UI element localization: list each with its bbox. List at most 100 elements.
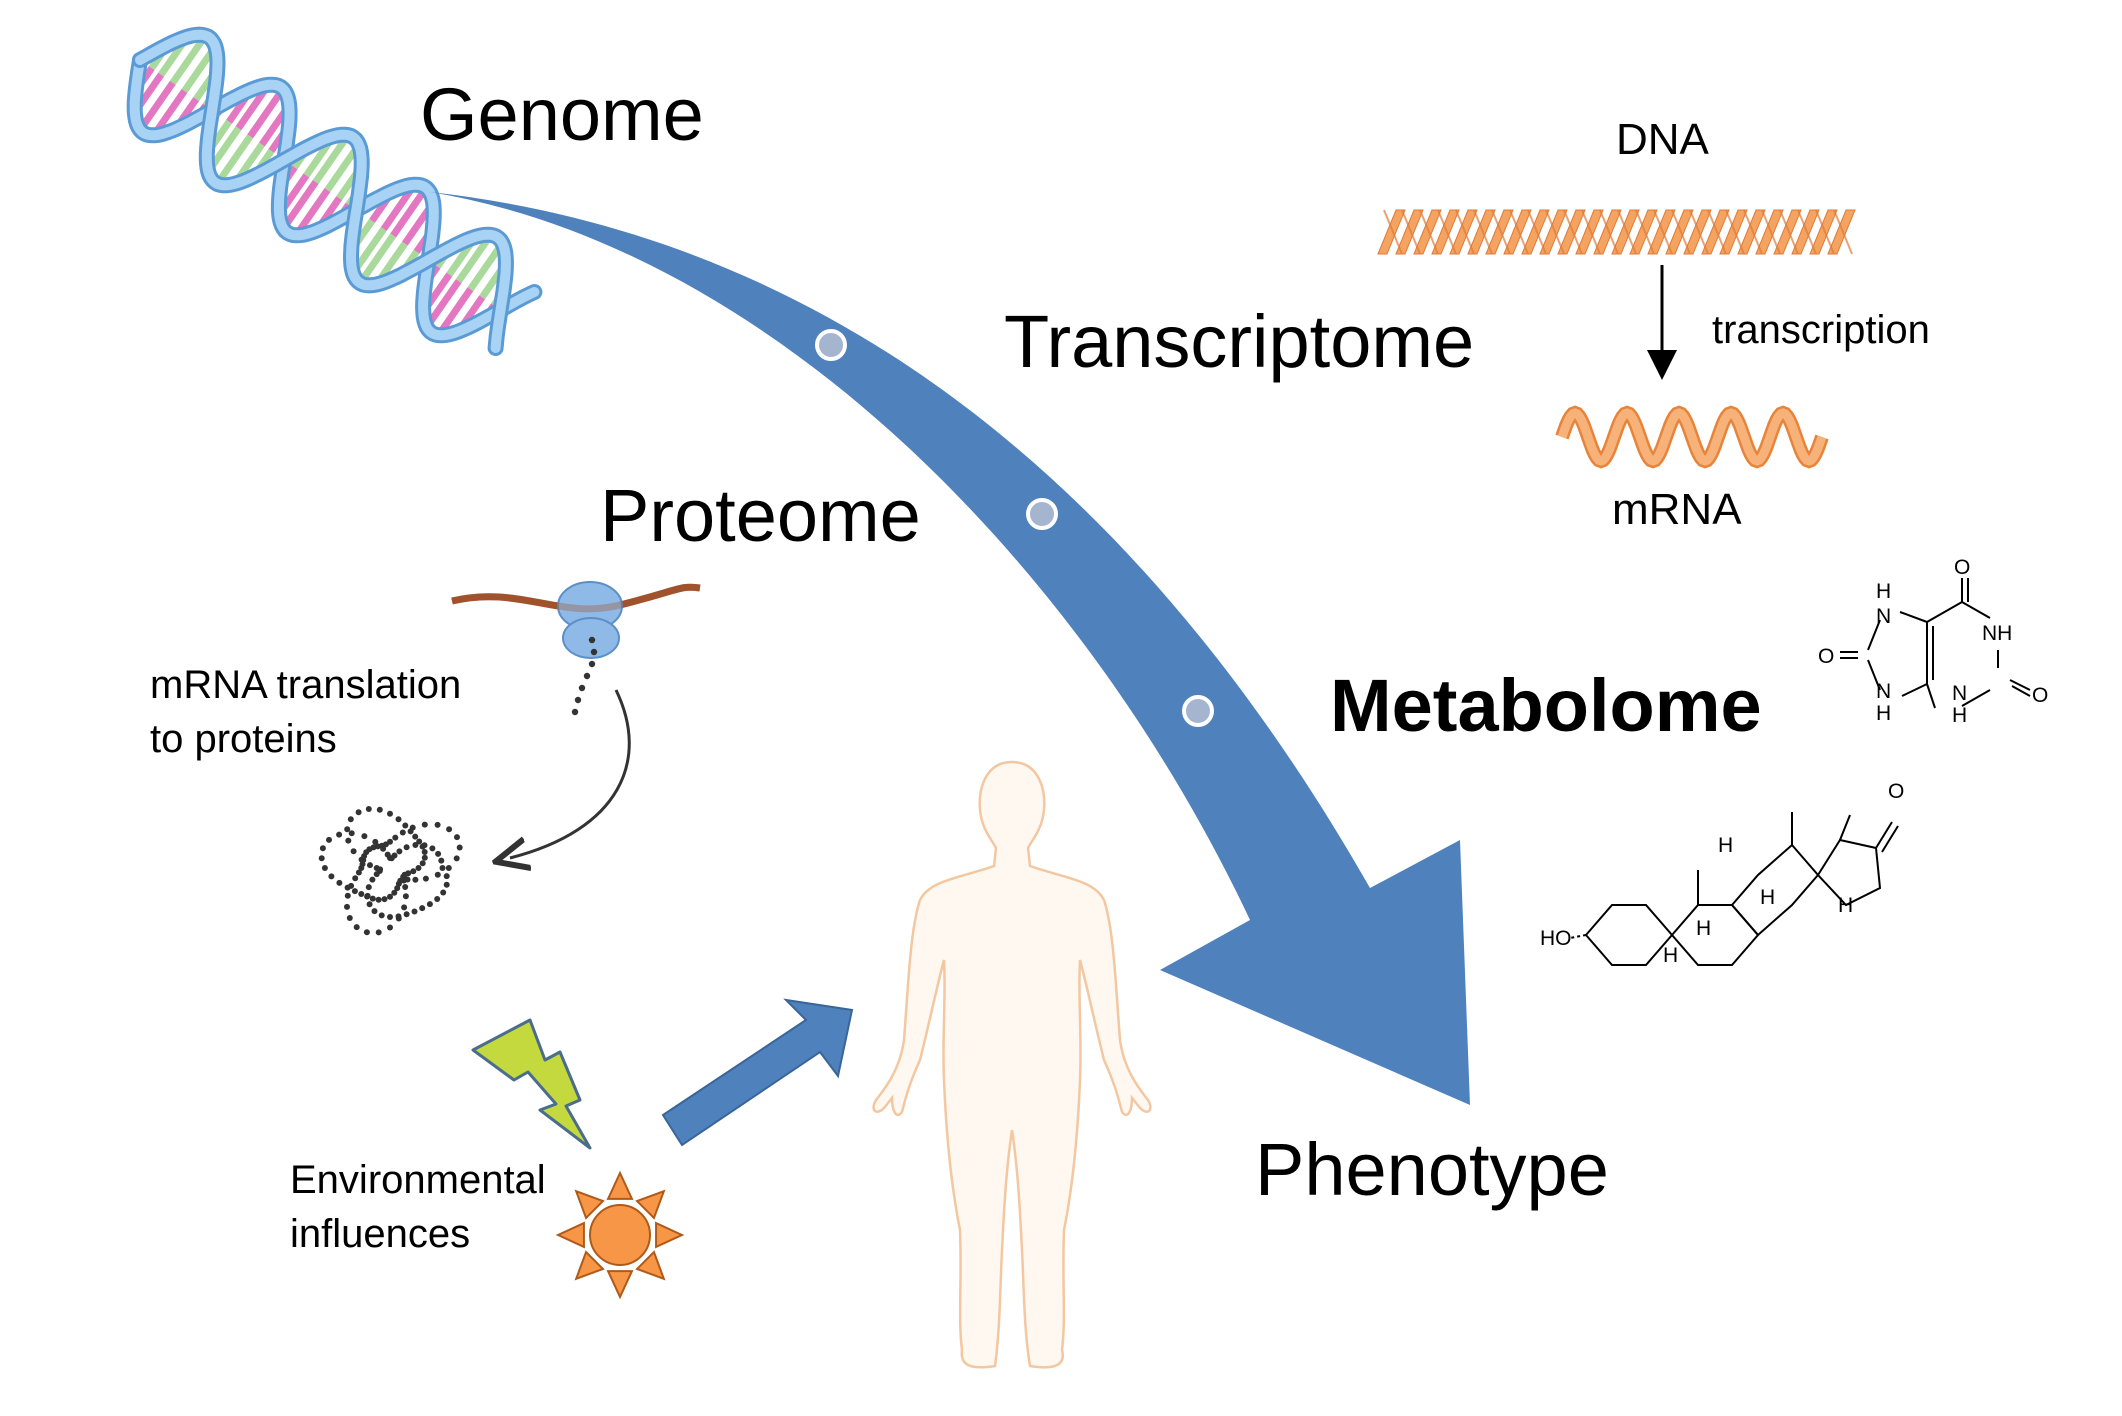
steroid-h-bottom: H [1663, 944, 1678, 967]
protein-dot [443, 881, 450, 888]
base-pair-pink [280, 179, 319, 231]
protein-dot [395, 816, 402, 823]
protein-dot [412, 876, 419, 883]
protein-dot [361, 833, 368, 840]
protein-dot [346, 915, 353, 921]
protein-dot [352, 875, 359, 882]
protein-dot [378, 912, 385, 919]
protein-dot [402, 893, 409, 900]
protein-dot [318, 855, 325, 862]
protein-dot [336, 831, 343, 838]
protein-dot [365, 806, 372, 812]
protein-dot [375, 929, 382, 936]
protein-dot [421, 849, 428, 855]
protein-dot [355, 809, 362, 816]
protein-dot [445, 865, 452, 871]
helix-backbone-fill [129, 55, 540, 341]
protein-dot [411, 908, 418, 915]
protein-dot [391, 852, 398, 859]
base-pair-green [214, 134, 254, 186]
dna-strand-cross [1653, 209, 1673, 255]
protein-dot [328, 873, 335, 880]
dna-strand-cross [1599, 209, 1619, 255]
protein-dot [434, 821, 441, 828]
protein-dot [353, 924, 360, 931]
dna-strand-icon [1377, 209, 1856, 255]
translation-arrow [510, 689, 631, 858]
protein-dot [376, 806, 383, 813]
protein-dot [404, 876, 411, 883]
protein-dot [401, 904, 408, 911]
protein-dot [387, 838, 393, 845]
protein-dot [453, 855, 460, 862]
dna-strand-cross [1797, 209, 1817, 255]
protein-dot [429, 845, 436, 852]
peptide-dot [588, 660, 596, 668]
metabolome-label: Metabolome [1330, 664, 1762, 747]
protein-dot [394, 885, 401, 892]
dna-strand-cross [1527, 209, 1547, 255]
translation-label-line1: mRNA translation [150, 663, 462, 707]
protein-dot [403, 911, 410, 918]
transcription-label: transcription [1712, 308, 1930, 352]
dna-strand-cross [1815, 209, 1835, 255]
dna-strand-cross [1671, 209, 1691, 255]
protein-dot [419, 860, 426, 867]
uric-o-right: O [2032, 684, 2048, 707]
protein-dot [412, 833, 419, 840]
protein-dot [326, 836, 332, 843]
base-pair-pink [137, 80, 176, 132]
steroid-h-c: H [1696, 917, 1711, 940]
protein-dot [435, 850, 442, 857]
sun-ray [606, 1170, 634, 1200]
protein-dot [319, 845, 326, 852]
sun-disc [589, 1204, 651, 1266]
protein-dot [366, 901, 373, 908]
dna-strand-cross [1401, 209, 1421, 255]
protein-dot [369, 876, 376, 883]
peptide-dot [583, 672, 591, 680]
protein-dot [344, 892, 351, 899]
uric-h-bm: H [1952, 704, 1967, 727]
sun-ray [655, 1221, 685, 1249]
uric-acid-structure-icon: H N O NH O O N H N H [1818, 556, 2048, 727]
protein-dot [434, 871, 441, 878]
protein-dot [402, 884, 409, 890]
protein-dot [438, 857, 445, 864]
protein-dot [391, 889, 398, 896]
arrow-dot-3 [1182, 695, 1214, 727]
uric-o-left: O [1818, 645, 1834, 668]
dna-strand-cross [1743, 209, 1763, 255]
steroid-h-d: H [1838, 894, 1853, 917]
sun-ray [606, 1270, 634, 1300]
uric-h-bl: H [1876, 702, 1891, 725]
protein-dot [363, 929, 370, 936]
ribosome-icon [451, 581, 701, 659]
dna-strand-cross [1761, 209, 1781, 255]
protein-dot [410, 868, 417, 875]
protein-dot [421, 854, 428, 861]
peptide-dot [574, 696, 582, 704]
protein-dot [365, 884, 372, 891]
protein-dot [347, 816, 354, 823]
peptide-dot [571, 708, 579, 716]
dna-strand-cross [1617, 209, 1637, 255]
base-pair-green [312, 133, 352, 184]
protein-dot [372, 838, 379, 845]
protein-dot [416, 838, 423, 845]
protein-dot [375, 896, 382, 903]
protein-dot [412, 842, 419, 848]
dna-strand-cross [1419, 209, 1439, 255]
protein-dot [419, 905, 426, 912]
nascent-chain [571, 636, 598, 716]
base-pair-pink [247, 86, 286, 139]
steroid-o: O [1888, 780, 1904, 803]
dna-label: DNA [1616, 115, 1709, 164]
dna-strand-cross [1455, 209, 1475, 255]
protein-dot [439, 865, 446, 871]
dna-strand-cross [1509, 209, 1529, 255]
steroid-structure-icon: HO O H H H H H [1540, 780, 1904, 966]
protein-dot [454, 834, 460, 841]
dna-strand-cross [1635, 209, 1655, 255]
protein-dot [351, 888, 358, 895]
